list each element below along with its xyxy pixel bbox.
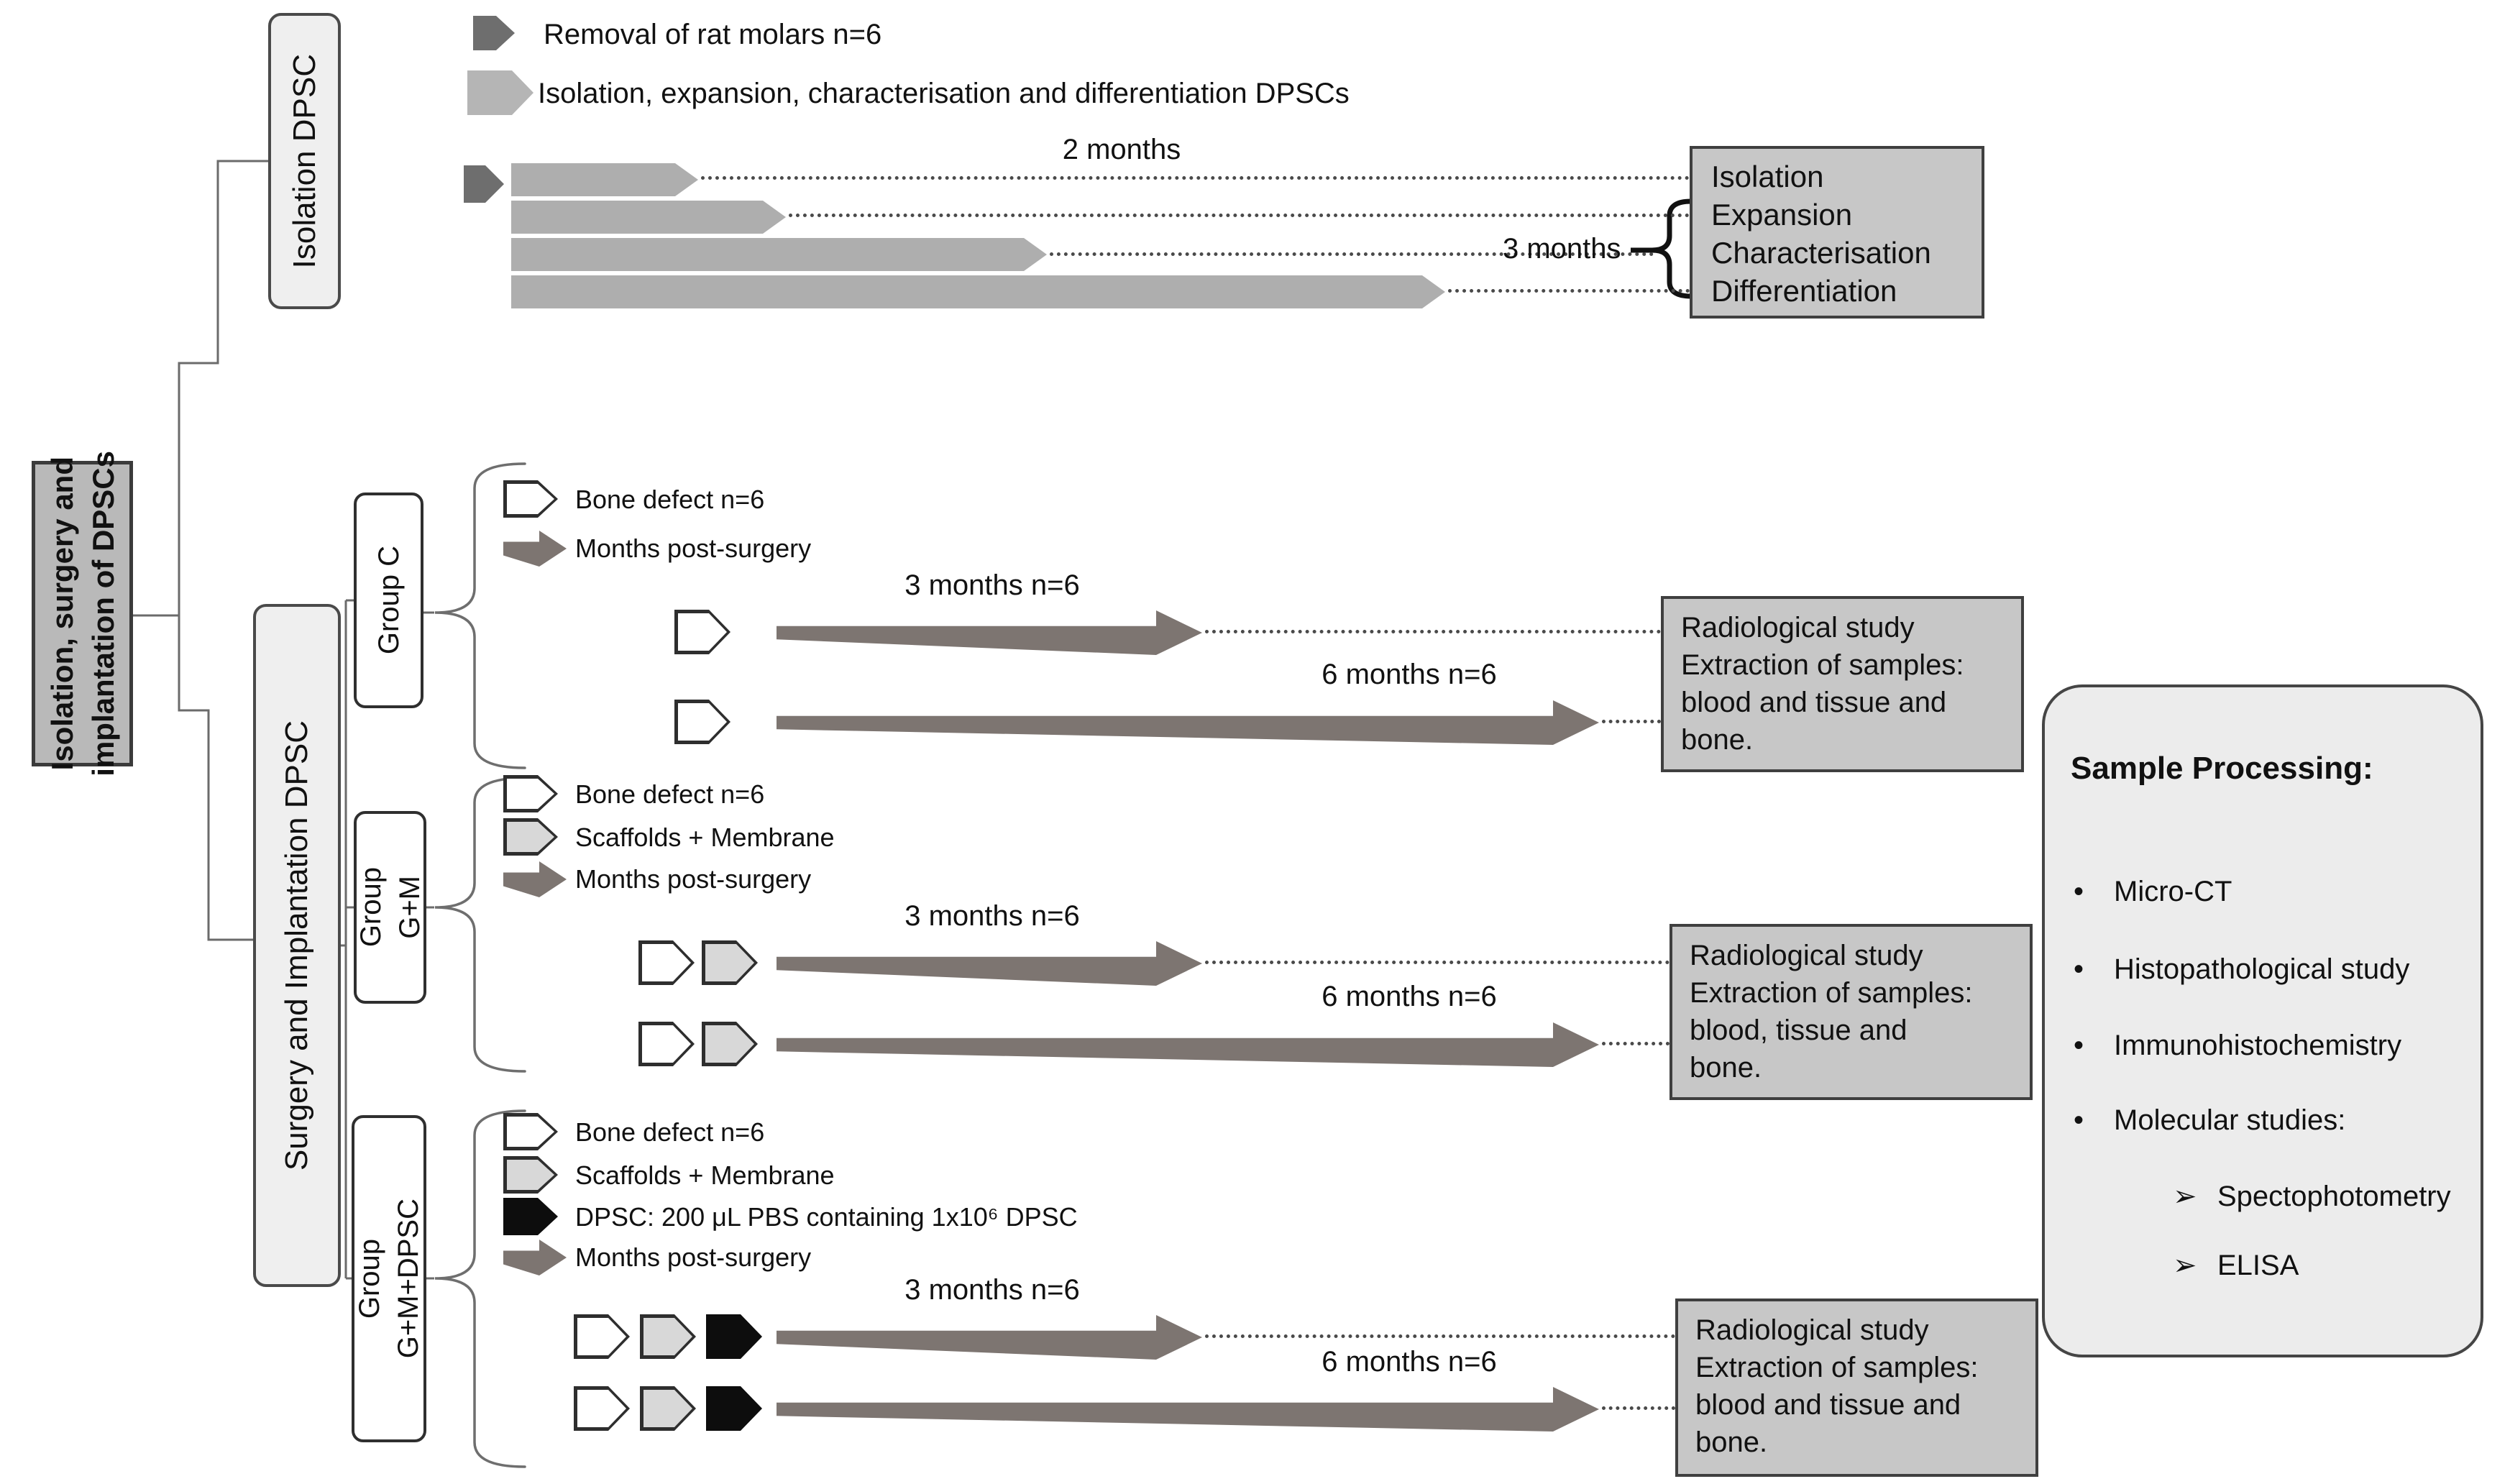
scaffold-pentagon-icon — [503, 818, 558, 856]
outcome-line: Radiological study — [1681, 612, 1915, 643]
bullet-icon: • — [2074, 953, 2084, 985]
group-gm-3-months-leader — [1205, 961, 1669, 964]
group-gm-legend-bone-defect: Bone defect n=6 — [575, 779, 765, 809]
outcome-line: blood and tissue and — [1681, 687, 1947, 718]
group-gm-label-line1: Group — [354, 867, 387, 948]
surgery-implantation-box: Surgery and Implantation DPSC — [253, 604, 341, 1287]
leader-characterisation — [1050, 252, 1654, 256]
isolation-dpsc-box: Isolation DPSC — [268, 13, 341, 309]
group-gmdpsc-legend-bone-defect: Bone defect n=6 — [575, 1117, 765, 1147]
outcome-line: Extraction of samples: — [1695, 1352, 1979, 1383]
two-months-label: 2 months — [1062, 134, 1181, 165]
group-c-legend-bone-defect: Bone defect n=6 — [575, 485, 765, 514]
bullet-icon: • — [2074, 876, 2084, 907]
group-gmdpsc-box: Group G+M+DPSC — [352, 1115, 426, 1442]
sample-subitem-spectophotometry: Spectophotometry — [2217, 1181, 2451, 1212]
outcome-line: bone. — [1681, 724, 1754, 756]
root-title-line1: Isolation, surgery and — [45, 457, 79, 771]
dpsc-stages-box: Isolation Expansion Characterisation Dif… — [1690, 146, 1984, 319]
surgery-branch-line — [178, 615, 253, 941]
legend-removal-label: Removal of rat molars n=6 — [544, 19, 882, 50]
group-c-3-months-label: 3 months n=6 — [904, 569, 1080, 601]
group-c-outcome-box: Radiological study Extraction of samples… — [1661, 596, 2024, 772]
outcome-line: blood and tissue and — [1695, 1389, 1961, 1421]
outcome-line: Extraction of samples: — [1681, 649, 1964, 681]
timeline-bar-characterisation — [511, 238, 1047, 271]
group-gm-brace — [434, 777, 526, 1073]
root-title-box: Isolation, surgery and implantation of D… — [32, 451, 133, 777]
group-gmdpsc-6-months-leader — [1602, 1406, 1675, 1410]
stage-characterisation: Characterisation — [1711, 236, 1931, 270]
group-c-legend-months: Months post-surgery — [575, 533, 812, 563]
group-gm-label-line2: G+M — [393, 876, 426, 939]
group-c-3-months-leader — [1205, 630, 1661, 633]
group-gm-6-months-leader — [1602, 1042, 1669, 1045]
isolation-branch-line — [178, 160, 268, 615]
outcome-line: Radiological study — [1690, 940, 1923, 971]
stage-isolation: Isolation — [1711, 160, 1824, 193]
group-gmdpsc-label-line2: G+M+DPSC — [393, 1199, 424, 1359]
group-c-6-months-leader — [1602, 720, 1661, 723]
outcome-line: bone. — [1695, 1426, 1768, 1458]
bullet-icon: • — [2074, 1104, 2084, 1136]
three-months-label: 3 months — [1503, 233, 1621, 265]
root-title-line2: implantation of DPSCs — [86, 451, 120, 777]
group-gmdpsc-label-line1: Group — [354, 1238, 385, 1319]
group-gm-box: Group G+M — [354, 811, 426, 1004]
sample-item-molecular-studies: Molecular studies: — [2114, 1104, 2346, 1136]
group-gmdpsc-3-months-label: 3 months n=6 — [904, 1274, 1080, 1306]
group-gmdpsc-outcome-box: Radiological study Extraction of samples… — [1675, 1298, 2038, 1477]
stage-expansion: Expansion — [1711, 198, 1853, 232]
group-c-brace — [434, 462, 526, 769]
group-gm-legend-scaffolds: Scaffolds + Membrane — [575, 823, 835, 852]
legend-isolation-expansion-label: Isolation, expansion, characterisation a… — [538, 78, 1350, 109]
outcome-line: Radiological study — [1695, 1314, 1929, 1346]
group-gm-legend-months: Months post-surgery — [575, 864, 812, 894]
sample-item-histopathological: Histopathological study — [2114, 953, 2410, 985]
leader-differentiation — [1448, 289, 1690, 293]
group-gmdpsc-3-months-leader — [1205, 1334, 1675, 1338]
group-gm-6-months-label: 6 months n=6 — [1322, 981, 1497, 1012]
groups-trunk-line — [341, 599, 354, 1280]
group-gm-3-months-label: 3 months n=6 — [904, 900, 1080, 932]
surgery-implantation-label: Surgery and Implantation DPSC — [279, 720, 314, 1171]
leader-expansion — [789, 214, 1690, 217]
group-c-box: Group C — [354, 493, 423, 708]
stage-differentiation: Differentiation — [1711, 274, 1897, 308]
timeline-bar-isolation — [511, 163, 698, 196]
sample-processing-panel: Sample Processing: • Micro-CT • Histopat… — [2042, 684, 2483, 1357]
outcome-line: Extraction of samples: — [1690, 977, 1973, 1009]
leader-isolation — [701, 176, 1690, 180]
group-gmdpsc-legend-scaffolds: Scaffolds + Membrane — [575, 1160, 835, 1190]
timeline-bar-expansion — [511, 201, 786, 234]
group-gmdpsc-legend-months: Months post-surgery — [575, 1242, 812, 1272]
group-c-6-months-label: 6 months n=6 — [1322, 659, 1497, 690]
group-c-label: Group C — [372, 546, 405, 655]
bullet-icon: • — [2074, 1030, 2084, 1061]
sample-processing-title: Sample Processing: — [2071, 751, 2373, 786]
sample-item-micro-ct: Micro-CT — [2114, 876, 2232, 907]
outcome-line: bone. — [1690, 1052, 1762, 1084]
sub-bullet-arrow-icon: ➢ — [2173, 1181, 2197, 1212]
group-gmdpsc-6-months-label: 6 months n=6 — [1322, 1346, 1497, 1378]
sample-item-immunohistochemistry: Immunohistochemistry — [2114, 1030, 2402, 1061]
sub-bullet-arrow-icon: ➢ — [2173, 1250, 2197, 1281]
timeline-bar-differentiation — [511, 275, 1445, 308]
group-gmdpsc-legend-dpsc: DPSC: 200 μL PBS containing 1x10⁶ DPSC — [575, 1202, 1078, 1232]
outcome-line: blood, tissue and — [1690, 1014, 1907, 1046]
sample-subitem-elisa: ELISA — [2217, 1250, 2299, 1281]
group-gmdpsc-brace — [434, 1109, 526, 1468]
group-gm-outcome-box: Radiological study Extraction of samples… — [1669, 924, 2033, 1100]
isolation-dpsc-label: Isolation DPSC — [286, 53, 322, 269]
